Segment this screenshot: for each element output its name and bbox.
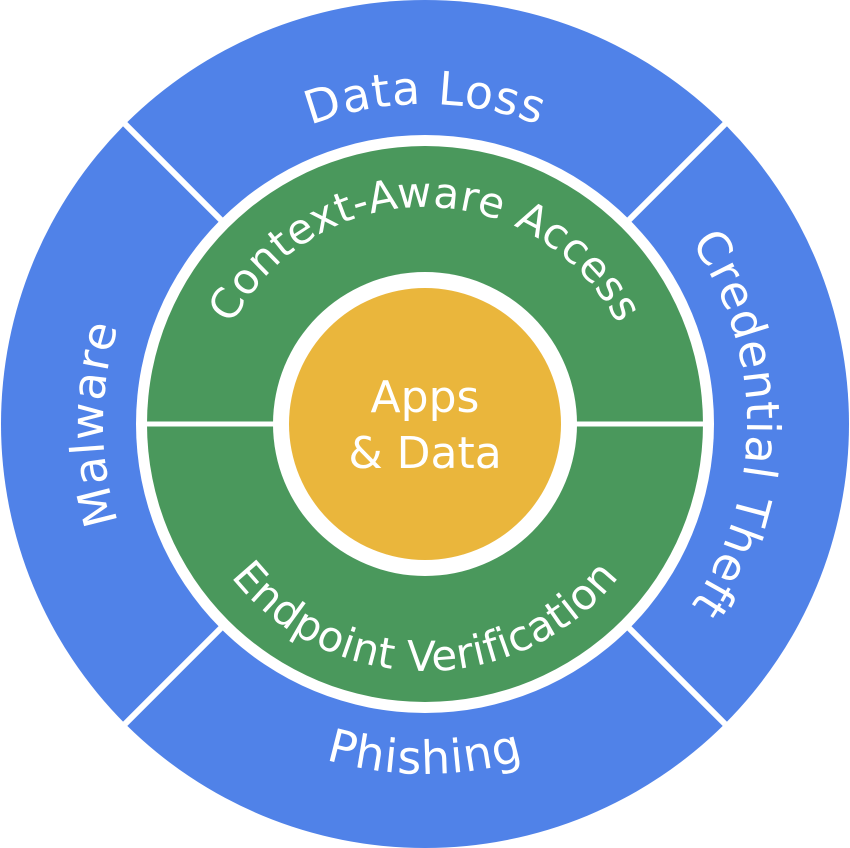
separator-bottom-left — [122, 621, 228, 727]
label-core-data: & Data — [348, 428, 501, 479]
label-core-apps: Apps — [371, 372, 480, 423]
separator-top-left — [122, 121, 228, 227]
separator-bottom-right — [622, 621, 728, 727]
core-circle — [289, 288, 561, 560]
separator-top-right — [622, 121, 728, 227]
outer-ring-separators — [122, 121, 728, 727]
